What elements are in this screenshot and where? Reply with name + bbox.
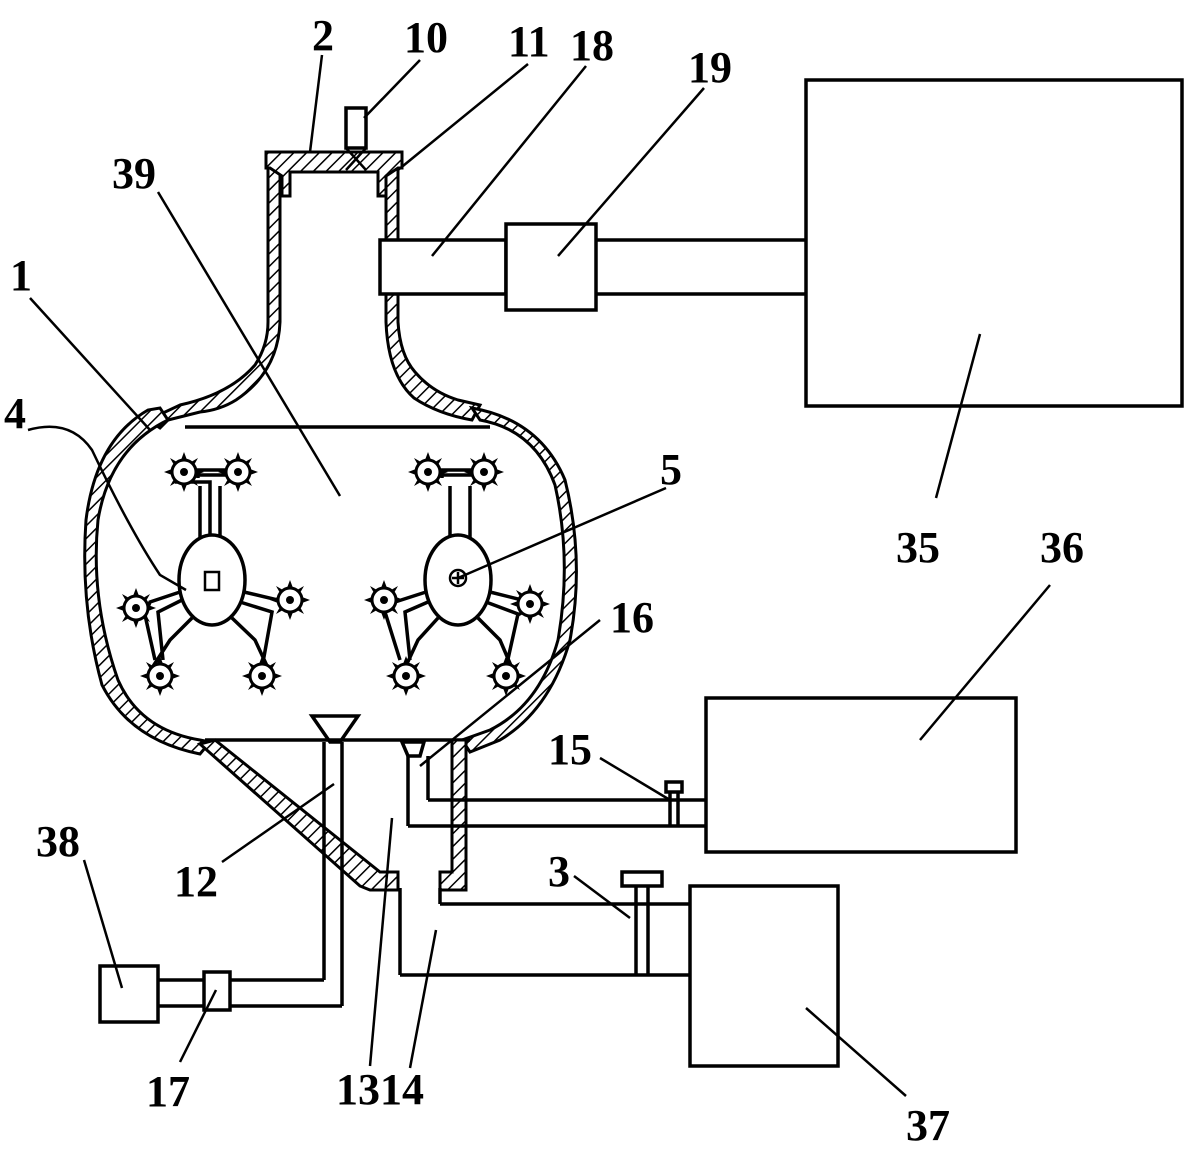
label-17: 17 bbox=[146, 1067, 190, 1116]
label-1314: 1314 bbox=[336, 1065, 424, 1114]
label-12: 12 bbox=[174, 857, 218, 906]
label-3: 3 bbox=[548, 847, 570, 896]
side-outlet bbox=[399, 740, 706, 828]
top-valve bbox=[344, 106, 368, 171]
label-35: 35 bbox=[896, 523, 940, 572]
top-pipe bbox=[378, 238, 806, 296]
label-19: 19 bbox=[688, 43, 732, 92]
box-37 bbox=[688, 884, 840, 1068]
label-37: 37 bbox=[906, 1101, 950, 1150]
box-35 bbox=[804, 78, 1184, 408]
reference-labels: 2 10 11 18 19 39 1 4 5 16 15 35 36 3 37 … bbox=[4, 11, 1084, 1150]
box-38 bbox=[98, 964, 160, 1024]
label-16: 16 bbox=[610, 593, 654, 642]
label-36: 36 bbox=[1040, 523, 1084, 572]
label-15: 15 bbox=[548, 725, 592, 774]
connector-19 bbox=[504, 222, 598, 312]
label-4: 4 bbox=[4, 389, 26, 438]
label-39: 39 bbox=[112, 149, 156, 198]
cap bbox=[264, 150, 404, 198]
label-11: 11 bbox=[508, 17, 550, 66]
label-2: 2 bbox=[312, 11, 334, 60]
label-18: 18 bbox=[570, 21, 614, 70]
vessel-body bbox=[83, 106, 578, 892]
stirrer-left bbox=[114, 450, 312, 698]
feed-funnel bbox=[158, 714, 362, 1008]
label-1: 1 bbox=[10, 251, 32, 300]
stirrer-right bbox=[362, 450, 552, 698]
label-38: 38 bbox=[36, 817, 80, 866]
leader-lines bbox=[27, 54, 1051, 1097]
label-5: 5 bbox=[660, 445, 682, 494]
label-10: 10 bbox=[404, 13, 448, 62]
bottom-outlet bbox=[398, 870, 690, 977]
box-36 bbox=[704, 696, 1018, 854]
